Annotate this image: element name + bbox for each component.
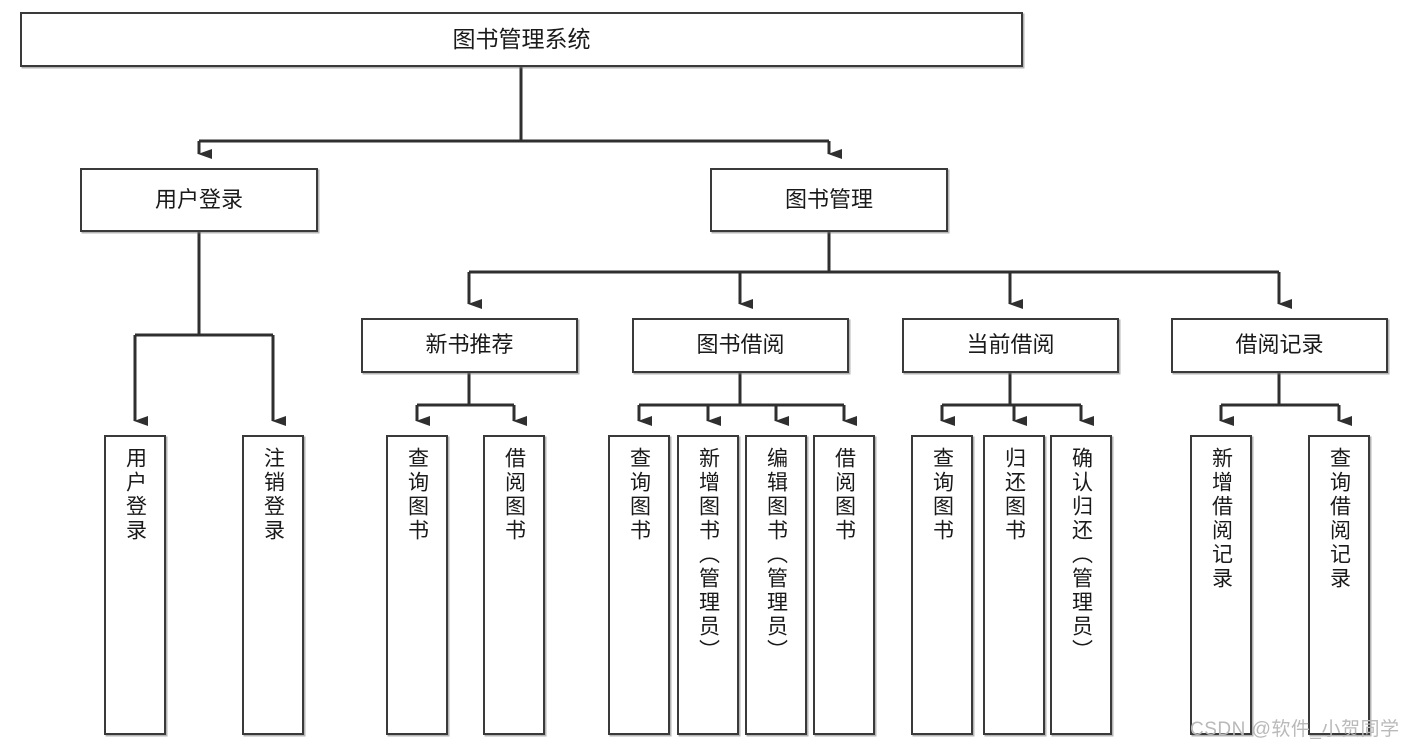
node-borrow-record-label: 借阅记录 <box>1235 332 1324 358</box>
leaf-return-book-label: 归还图书 <box>1002 447 1026 543</box>
leaf-query-book-current[interactable]: 查询图书 <box>911 435 973 735</box>
leaf-borrow-book[interactable]: 借阅图书 <box>813 435 875 735</box>
csdn-watermark: CSDN @软件_小贺同学 <box>1190 719 1400 740</box>
leaf-borrow-book-newbook[interactable]: 借阅图书 <box>483 435 545 735</box>
leaf-query-book-borrow[interactable]: 查询图书 <box>608 435 670 735</box>
node-current-borrow[interactable]: 当前借阅 <box>902 318 1119 373</box>
leaf-user-logout[interactable]: 注销登录 <box>242 435 304 735</box>
node-user-login[interactable]: 用户登录 <box>80 168 318 232</box>
leaf-query-book-borrow-label: 查询图书 <box>627 447 651 543</box>
node-root[interactable]: 图书管理系统 <box>20 12 1023 67</box>
leaf-borrow-book-label: 借阅图书 <box>832 447 856 543</box>
node-book-borrow-label: 图书借阅 <box>696 332 785 358</box>
leaf-confirm-return-admin[interactable]: 确认归还（管理员） <box>1050 435 1112 735</box>
leaf-add-borrow-record[interactable]: 新增借阅记录 <box>1190 435 1252 735</box>
leaf-query-borrow-record[interactable]: 查询借阅记录 <box>1308 435 1370 735</box>
node-current-borrow-label: 当前借阅 <box>966 332 1055 358</box>
node-new-book-recommend[interactable]: 新书推荐 <box>361 318 578 373</box>
leaf-query-book-newbook[interactable]: 查询图书 <box>386 435 448 735</box>
node-borrow-record[interactable]: 借阅记录 <box>1171 318 1388 373</box>
node-book-management[interactable]: 图书管理 <box>710 168 948 232</box>
node-book-management-label: 图书管理 <box>784 186 873 212</box>
node-user-login-label: 用户登录 <box>154 186 243 212</box>
leaf-user-login-label: 用户登录 <box>123 447 147 543</box>
leaf-user-login[interactable]: 用户登录 <box>104 435 166 735</box>
leaf-add-book-admin-label: 新增图书（管理员） <box>696 447 720 663</box>
leaf-user-logout-label: 注销登录 <box>261 447 285 543</box>
leaf-query-book-newbook-label: 查询图书 <box>405 447 429 543</box>
node-root-label: 图书管理系统 <box>452 25 591 52</box>
leaf-add-book-admin[interactable]: 新增图书（管理员） <box>677 435 739 735</box>
node-new-book-recommend-label: 新书推荐 <box>425 332 514 358</box>
leaf-query-borrow-record-label: 查询借阅记录 <box>1327 447 1351 591</box>
node-book-borrow[interactable]: 图书借阅 <box>632 318 849 373</box>
leaf-query-book-current-label: 查询图书 <box>930 447 954 543</box>
leaf-borrow-book-newbook-label: 借阅图书 <box>502 447 526 543</box>
leaf-edit-book-admin-label: 编辑图书（管理员） <box>764 447 788 663</box>
leaf-return-book[interactable]: 归还图书 <box>983 435 1045 735</box>
leaf-edit-book-admin[interactable]: 编辑图书（管理员） <box>745 435 807 735</box>
leaf-confirm-return-admin-label: 确认归还（管理员） <box>1069 447 1093 663</box>
leaf-add-borrow-record-label: 新增借阅记录 <box>1209 447 1233 591</box>
